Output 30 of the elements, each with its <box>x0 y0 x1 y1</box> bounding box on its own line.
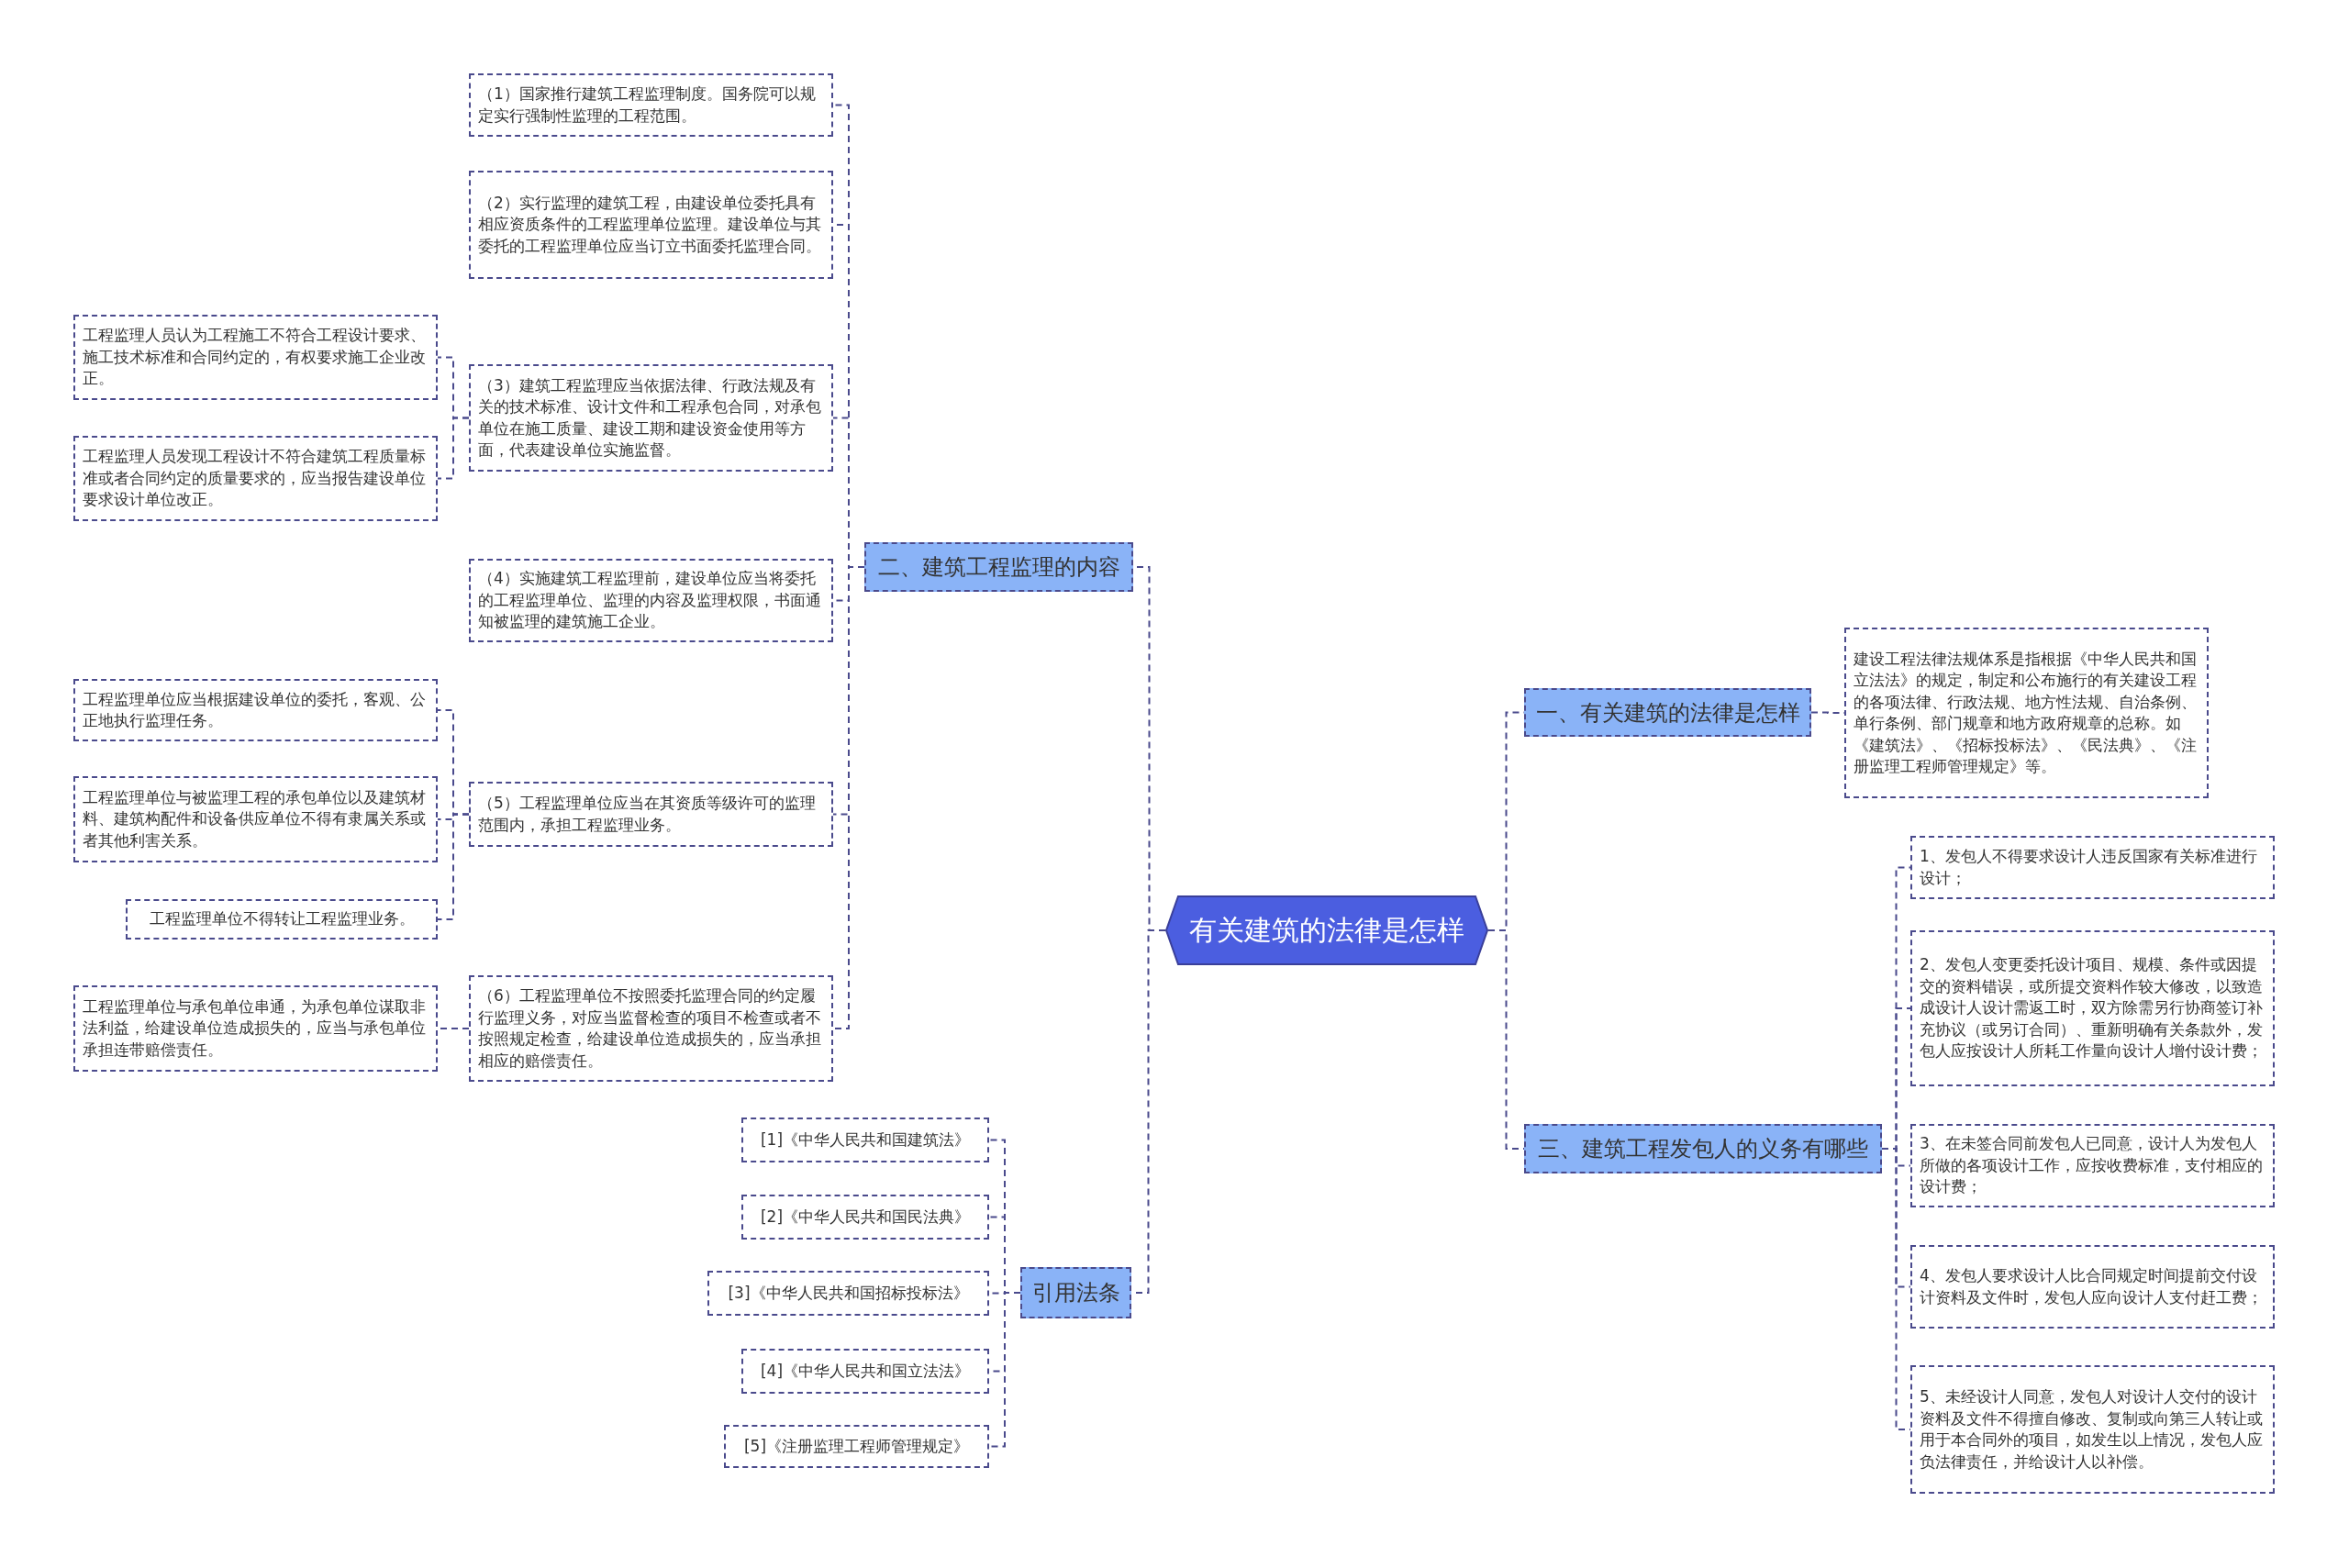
topic-box: 三、建筑工程发包人的义务有哪些 <box>1524 1124 1882 1173</box>
text-box: 建设工程法律法规体系是指根据《中华人民共和国立法法》的规定，制定和公布施行的有关建设工程的各项法律、行政法规、地方性法规、自治条例、单行条例、部门规章和地方政府规章的总称。如《建筑法》、《招标投标法》、《民法典》、《注册监理工程师管理规定》等。 <box>1844 628 2209 798</box>
text-box: [4]《中华人民共和国立法法》 <box>741 1349 989 1394</box>
text-box: （2）实行监理的建筑工程，由建设单位委托具有相应资质条件的工程监理单位监理。建设单位与其委托的工程监理单位应当订立书面委托监理合同。 <box>469 171 833 279</box>
connector-line <box>437 813 470 920</box>
text-box: 工程监理单位不得转让工程监理业务。 <box>126 899 438 940</box>
topic-box: 引用法条 <box>1020 1267 1131 1318</box>
text-box: 工程监理人员认为工程施工不符合工程设计要求、施工技术标准和合同约定的，有权要求施工企业改正。 <box>73 315 438 400</box>
text-box: 工程监理单位应当根据建设单位的委托，客观、公正地执行监理任务。 <box>73 679 438 741</box>
text-box: 3、在未签合同前发包人已同意，设计人为发包人所做的各项设计工作，应按收费标准，支付相应的设计费； <box>1910 1124 2275 1207</box>
text-box: 工程监理单位与被监理工程的承包单位以及建筑材料、建筑构配件和设备供应单位不得有隶属关系或者其他利害关系。 <box>73 776 438 862</box>
text-box: 4、发包人要求设计人比合同规定时间提前交付设计资料及文件时，发包人应向设计人支付赶工费； <box>1910 1245 2275 1329</box>
text-box: [3]《中华人民共和国招标投标法》 <box>707 1271 989 1316</box>
central-topic: 有关建筑的法律是怎样 <box>1165 895 1488 965</box>
text-box: （6）工程监理单位不按照委托监理合同的约定履行监理义务，对应当监督检查的项目不检查或者不按照规定检查，给建设单位造成损失的，应当承担相应的赔偿责任。 <box>469 975 833 1082</box>
topic-box: 二、建筑工程监理的内容 <box>864 542 1133 592</box>
text-box: 5、未经设计人同意，发包人对设计人交付的设计资料及文件不得擅自修改、复制或向第三人转让或用于本合同外的项目，如发生以上情况，发包人应负法律责任，并给设计人以补偿。 <box>1910 1365 2275 1494</box>
text-box: 2、发包人变更委托设计项目、规模、条件或因提交的资料错误，或所提交资料作较大修改，以致造成设计人设计需返工时，双方除需另行协商签订补充协议（或另订合同）、重新明确有关条款外，发包人应按设计人所耗工作量向设计人增付设计费； <box>1910 930 2275 1086</box>
text-box: [2]《中华人民共和国民法典》 <box>741 1195 989 1240</box>
text-box: （3）建筑工程监理应当依据法律、行政法规及有关的技术标准、设计文件和工程承包合同，对承包单位在施工质量、建设工期和建设资金使用等方面，代表建设单位实施监督。 <box>469 364 833 472</box>
text-box: （4）实施建筑工程监理前，建设单位应当将委托的工程监理单位、监理的内容及监理权限，书面通知被监理的建筑施工企业。 <box>469 559 833 642</box>
text-box: 工程监理人员发现工程设计不符合建筑工程质量标准或者合同约定的质量要求的，应当报告建设单位要求设计单位改正。 <box>73 436 438 521</box>
text-box: （1）国家推行建筑工程监理制度。国务院可以规定实行强制性监理的工程范围。 <box>469 73 833 137</box>
text-box: （5）工程监理单位应当在其资质等级许可的监理范围内，承担工程监理业务。 <box>469 782 833 847</box>
topic-box: 一、有关建筑的法律是怎样 <box>1524 688 1811 737</box>
text-box: [1]《中华人民共和国建筑法》 <box>741 1118 989 1162</box>
text-box: 1、发包人不得要求设计人违反国家有关标准进行设计； <box>1910 836 2275 899</box>
text-box: [5]《注册监理工程师管理规定》 <box>724 1425 989 1468</box>
text-box: 工程监理单位与承包单位串通，为承包单位谋取非法利益，给建设单位造成损失的，应当与承包单位承担连带赔偿责任。 <box>73 985 438 1072</box>
connector-line <box>437 417 470 480</box>
